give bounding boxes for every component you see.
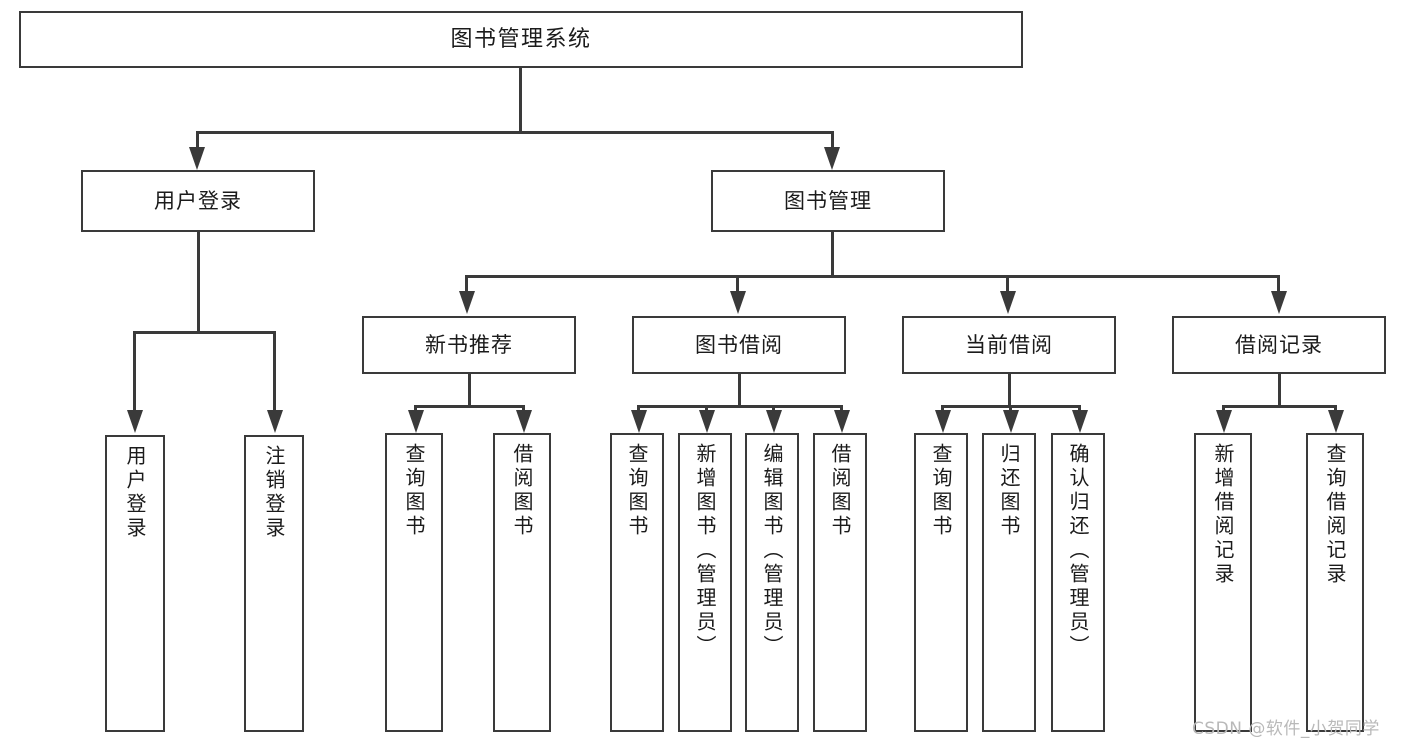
- arrow-to-bb-query-book: [631, 410, 647, 433]
- arrow-to-nb-query-book: [408, 410, 424, 433]
- arrow-to-current-borrow: [1000, 291, 1016, 314]
- node-label: 用户登录: [154, 188, 242, 213]
- connector-drop-user-login: [196, 131, 199, 154]
- arrow-to-book-manage: [824, 147, 840, 170]
- csdn-watermark: CSDN @软件_小贺同学: [1192, 719, 1380, 739]
- leaf-nb-query-book[interactable]: 查询图书: [385, 433, 443, 732]
- node-label: 新书推荐: [425, 332, 513, 357]
- node-new-book-recommend[interactable]: 新书推荐: [362, 316, 576, 374]
- leaf-label: 用户登录: [123, 445, 147, 541]
- connector-drop-current-borrow: [1006, 275, 1009, 297]
- leaf-bb-edit-book[interactable]: 编辑图书（管理员）: [745, 433, 799, 732]
- leaf-label: 查询图书: [402, 443, 426, 539]
- leaf-br-add-record[interactable]: 新增借阅记录: [1194, 433, 1252, 732]
- arrow-to-user-login: [189, 147, 205, 170]
- arrow-to-br-query-record: [1328, 410, 1344, 433]
- leaf-label: 查询图书: [929, 443, 953, 539]
- leaf-label: 新增图书（管理员）: [693, 443, 717, 659]
- arrow-to-leaf-logout: [267, 410, 283, 433]
- arrow-to-bb-borrow-book: [834, 410, 850, 433]
- connector-borrow-record-stem: [1278, 374, 1281, 407]
- arrow-to-book-borrow: [730, 291, 746, 314]
- leaf-br-query-record[interactable]: 查询借阅记录: [1306, 433, 1364, 732]
- node-user-login[interactable]: 用户登录: [81, 170, 315, 232]
- connector-book-borrow-stem: [738, 374, 741, 407]
- arrow-to-cb-return-book: [1003, 410, 1019, 433]
- connector-drop-leaf-user-login: [133, 331, 136, 415]
- connector-drop-leaf-logout: [273, 331, 276, 415]
- leaf-label: 借阅图书: [510, 443, 534, 539]
- connector-level2-bus: [196, 131, 833, 134]
- connector-drop-borrow-record: [1277, 275, 1280, 297]
- connector-user-login-stem: [197, 232, 200, 333]
- node-root-library-system[interactable]: 图书管理系统: [19, 11, 1023, 68]
- connector-user-login-bus: [133, 331, 276, 334]
- leaf-label: 查询图书: [625, 443, 649, 539]
- connector-drop-book-borrow: [736, 275, 739, 297]
- node-label: 当前借阅: [965, 332, 1053, 357]
- node-borrow-record[interactable]: 借阅记录: [1172, 316, 1386, 374]
- leaf-label: 注销登录: [262, 445, 286, 541]
- leaf-logout[interactable]: 注销登录: [244, 435, 304, 732]
- leaf-bb-add-book[interactable]: 新增图书（管理员）: [678, 433, 732, 732]
- leaf-cb-query-book[interactable]: 查询图书: [914, 433, 968, 732]
- leaf-bb-borrow-book[interactable]: 借阅图书: [813, 433, 867, 732]
- arrow-to-leaf-user-login: [127, 410, 143, 433]
- arrow-to-bb-add-book: [699, 410, 715, 433]
- connector-book-manage-stem: [831, 232, 834, 277]
- connector-drop-book-manage: [831, 131, 834, 154]
- leaf-nb-borrow-book[interactable]: 借阅图书: [493, 433, 551, 732]
- arrow-to-borrow-record: [1271, 291, 1287, 314]
- leaf-label: 编辑图书（管理员）: [760, 443, 784, 659]
- arrow-to-bb-edit-book: [766, 410, 782, 433]
- node-book-borrow[interactable]: 图书借阅: [632, 316, 846, 374]
- connector-level3-bus: [465, 275, 1277, 278]
- arrow-to-cb-confirm-return: [1072, 410, 1088, 433]
- arrow-to-nb-borrow-book: [516, 410, 532, 433]
- leaf-label: 确认归还（管理员）: [1066, 443, 1090, 659]
- connector-new-book-bus: [414, 405, 525, 408]
- leaf-label: 新增借阅记录: [1211, 443, 1235, 587]
- connector-root-stem: [519, 68, 522, 131]
- connector-current-borrow-stem: [1008, 374, 1011, 407]
- leaf-cb-return-book[interactable]: 归还图书: [982, 433, 1036, 732]
- node-current-borrow[interactable]: 当前借阅: [902, 316, 1116, 374]
- arrow-to-cb-query-book: [935, 410, 951, 433]
- leaf-label: 查询借阅记录: [1323, 443, 1347, 587]
- leaf-label: 借阅图书: [828, 443, 852, 539]
- leaf-label: 归还图书: [997, 443, 1021, 539]
- node-book-management[interactable]: 图书管理: [711, 170, 945, 232]
- arrow-to-br-add-record: [1216, 410, 1232, 433]
- node-label: 图书管理系统: [450, 26, 592, 52]
- arrow-to-new-book-recommend: [459, 291, 475, 314]
- connector-borrow-record-bus: [1222, 405, 1337, 408]
- node-label: 图书借阅: [695, 332, 783, 357]
- connector-book-borrow-bus: [637, 405, 842, 408]
- leaf-cb-confirm-return[interactable]: 确认归还（管理员）: [1051, 433, 1105, 732]
- connector-new-book-stem: [468, 374, 471, 407]
- leaf-user-login[interactable]: 用户登录: [105, 435, 165, 732]
- leaf-bb-query-book[interactable]: 查询图书: [610, 433, 664, 732]
- node-label: 借阅记录: [1235, 332, 1323, 357]
- node-label: 图书管理: [784, 188, 872, 213]
- connector-drop-new-book: [465, 275, 468, 297]
